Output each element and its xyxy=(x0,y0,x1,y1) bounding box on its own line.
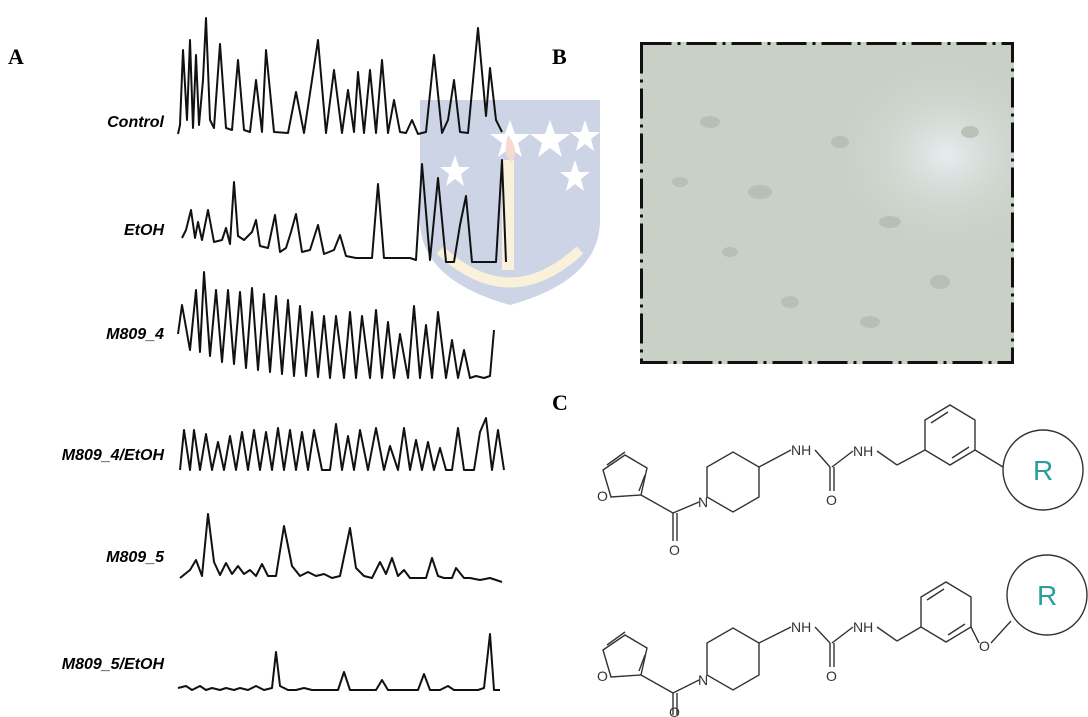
trace-label-m809-4-etoh: M809_4/EtOH xyxy=(61,447,164,464)
flame-icon xyxy=(505,135,516,162)
cell-body xyxy=(722,247,738,257)
trace-control xyxy=(177,17,503,135)
cell-body xyxy=(781,296,799,308)
star-icon xyxy=(530,120,570,157)
star-icon xyxy=(560,160,590,191)
benzene-ring xyxy=(924,404,976,466)
star-icon xyxy=(490,120,530,157)
r-group-circle xyxy=(1006,554,1088,636)
cell-body xyxy=(961,126,979,138)
r-group-label: R xyxy=(1037,580,1057,611)
atom-o-carbonyl: O xyxy=(669,704,680,717)
trace-label-etoh: EtOH xyxy=(124,222,164,239)
cell-body xyxy=(748,185,772,199)
r-group-circle xyxy=(1002,429,1084,511)
cell-micrograph xyxy=(640,42,1014,364)
cell-body xyxy=(879,216,901,228)
trace-m809-4-etoh xyxy=(179,417,505,471)
atom-o-urea: O xyxy=(826,668,837,684)
structure-2 xyxy=(602,554,1088,715)
panel-label-c: C xyxy=(552,390,568,415)
furan-ring xyxy=(602,634,648,678)
trace-label-m809-4: M809_4 xyxy=(106,326,164,343)
trace-etoh xyxy=(181,159,507,263)
star-icon xyxy=(570,120,600,151)
atom-n-piperidine: N xyxy=(698,672,708,688)
trace-label-m809-5-etoh: M809_5/EtOH xyxy=(61,656,164,673)
cell-body xyxy=(930,275,950,289)
calcium-traces xyxy=(177,17,507,691)
laurel-icon xyxy=(436,246,584,288)
trace-label-control: Control xyxy=(107,114,164,131)
atom-nh-2: NH xyxy=(853,619,873,635)
atom-o-urea: O xyxy=(826,492,837,508)
cell-body xyxy=(700,116,720,128)
atom-n-piperidine: N xyxy=(698,494,708,510)
piperidine-ring xyxy=(706,451,760,513)
trace-m809-4 xyxy=(177,271,495,379)
star-icon xyxy=(440,155,470,186)
cell-body xyxy=(672,177,688,187)
crest-shield xyxy=(420,100,600,305)
cell-body xyxy=(831,136,849,148)
structure-1 xyxy=(602,404,1084,541)
trace-label-m809-5: M809_5 xyxy=(106,549,164,566)
atom-nh-1: NH xyxy=(791,442,811,458)
r-group-label: R xyxy=(1033,455,1053,486)
piperidine-ring xyxy=(706,627,760,691)
micrograph-border xyxy=(640,42,1014,364)
atom-o-ether: O xyxy=(979,638,990,654)
panel-label-b: B xyxy=(552,44,567,69)
atom-o-furan: O xyxy=(597,488,608,504)
panel-label-a: A xyxy=(8,44,24,69)
atom-o-furan: O xyxy=(597,668,608,684)
chemical-structures: O N O NH O NH R O N O NH O NH O R xyxy=(597,404,1088,717)
benzene-ring xyxy=(920,581,972,643)
atom-nh-1: NH xyxy=(791,619,811,635)
furan-ring xyxy=(602,454,648,498)
watermark-crest xyxy=(420,100,600,305)
trace-m809-5 xyxy=(179,513,503,583)
atom-nh-2: NH xyxy=(853,443,873,459)
cell-body xyxy=(860,316,880,328)
atom-o-carbonyl: O xyxy=(669,542,680,558)
trace-m809-5-etoh xyxy=(177,633,500,691)
